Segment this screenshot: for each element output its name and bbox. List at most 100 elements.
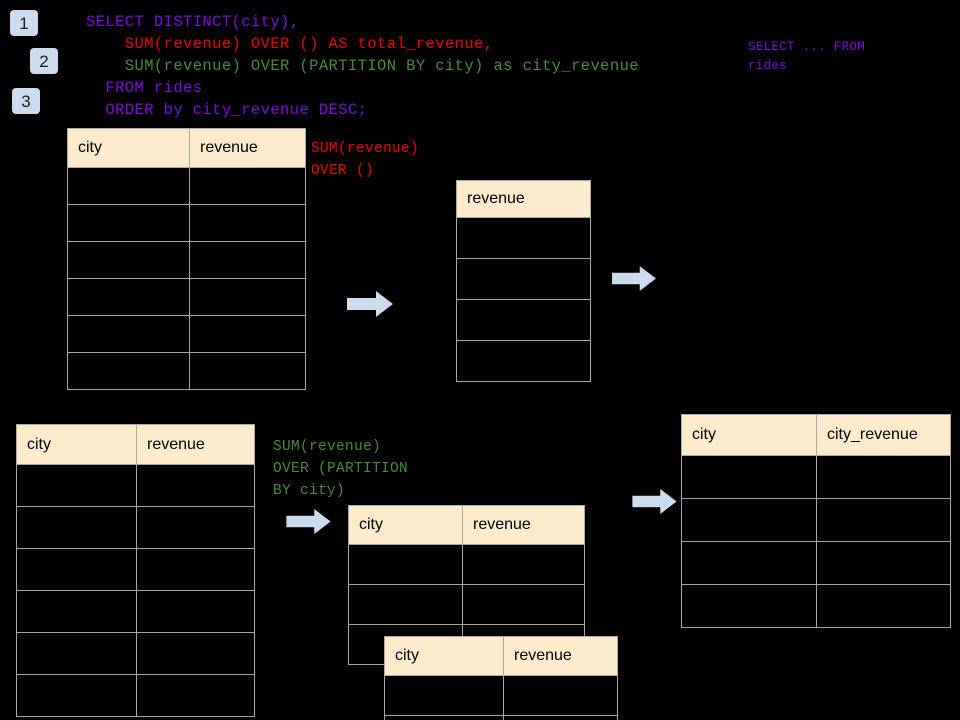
table-cell [136,548,255,591]
table-cell [681,455,817,499]
table-cell [503,675,618,716]
annotation-city-revenue-line-1: SUM(revenue) [273,439,382,455]
table-cell [16,632,137,675]
table-cell [681,541,817,585]
column-header-city: city [681,414,817,456]
table-row [384,675,618,716]
column-header-city: city [16,424,137,465]
table-cell [67,204,190,242]
sql-line-total-revenue: SUM(revenue) OVER () AS total_revenue, [86,35,494,53]
column-header-revenue: revenue [503,636,618,676]
table-cell [136,590,255,633]
table-row [348,544,585,585]
side-note-line-2: rides [748,59,788,73]
table-cell [816,584,951,628]
table-cell [456,217,591,259]
table-cell [456,340,591,382]
table-cell [681,584,817,628]
table-cell [348,544,463,585]
table-row [67,278,306,316]
annotation-total-revenue-line-1: SUM(revenue) [311,141,420,157]
total-revenue-table: revenue [456,180,591,382]
table-cell [189,352,306,390]
column-header-revenue: revenue [462,505,585,545]
table-header-row: city revenue [67,128,306,168]
table-header-row: city revenue [348,505,585,545]
table-row [456,258,591,300]
table-cell [189,315,306,353]
side-note-line-1: SELECT ... FROM [748,40,866,54]
column-header-revenue: revenue [136,424,255,465]
table-row [16,632,255,675]
table-cell [136,674,255,717]
table-cell [681,498,817,542]
table-cell [456,258,591,300]
rides-source-table: city revenue [67,128,306,390]
table-cell [16,506,137,549]
table-row [67,352,306,390]
table-row [67,167,306,205]
column-header-city-revenue: city_revenue [816,414,951,456]
column-header-city: city [348,505,463,545]
table-row [16,506,255,549]
final-result-table: city city_revenue [681,414,951,628]
table-cell [189,167,306,205]
table-row [384,715,618,720]
column-header-city: city [384,636,504,676]
table-cell [189,241,306,279]
table-cell [348,584,463,625]
table-row [16,590,255,633]
table-cell [384,675,504,716]
table-cell [67,352,190,390]
column-header-revenue: revenue [456,180,591,218]
table-row [348,584,585,625]
arrow-partition-to-result [632,489,677,514]
table-cell [136,632,255,675]
table-row [456,340,591,382]
sql-line-order-by: ORDER by city_revenue DESC; [86,101,368,119]
table-cell [816,498,951,542]
table-cell [16,590,137,633]
table-cell [462,584,585,625]
arrow-total-revenue-to-result [612,266,656,291]
table-row [16,674,255,717]
table-cell [16,674,137,717]
sql-line-from: FROM rides [86,79,203,97]
table-row [456,217,591,259]
table-cell [67,167,190,205]
table-cell [503,715,618,720]
arrow-to-total-revenue [347,291,393,317]
table-cell [136,464,255,507]
annotation-city-revenue-line-2: OVER (PARTITION [273,461,409,477]
table-cell [384,715,504,720]
arrow-to-partition [286,509,331,534]
table-header-row: city revenue [16,424,255,465]
step-badge-3: 3 [12,88,40,114]
table-cell [16,464,137,507]
table-row [681,498,951,542]
table-cell [456,299,591,341]
table-cell [816,541,951,585]
step-badge-1: 1 [10,10,38,36]
partition-group-table-b: city revenue [384,636,618,720]
table-cell [462,544,585,585]
step-badge-2: 2 [30,48,58,74]
table-row [681,541,951,585]
table-cell [67,241,190,279]
annotation-total-revenue-line-2: OVER () [311,163,375,179]
table-header-row: city city_revenue [681,414,951,456]
sql-line-select-distinct: SELECT DISTINCT(city), [86,13,300,31]
rides-source-table-partitioned: city revenue [16,424,255,717]
table-row [67,241,306,279]
table-cell [136,506,255,549]
table-cell [816,455,951,499]
sql-line-city-revenue: SUM(revenue) OVER (PARTITION BY city) as… [86,57,639,75]
table-cell [189,278,306,316]
table-header-row: city revenue [384,636,618,676]
table-header-row: revenue [456,180,591,218]
table-row [67,315,306,353]
table-cell [16,548,137,591]
table-row [67,204,306,242]
table-row [456,299,591,341]
